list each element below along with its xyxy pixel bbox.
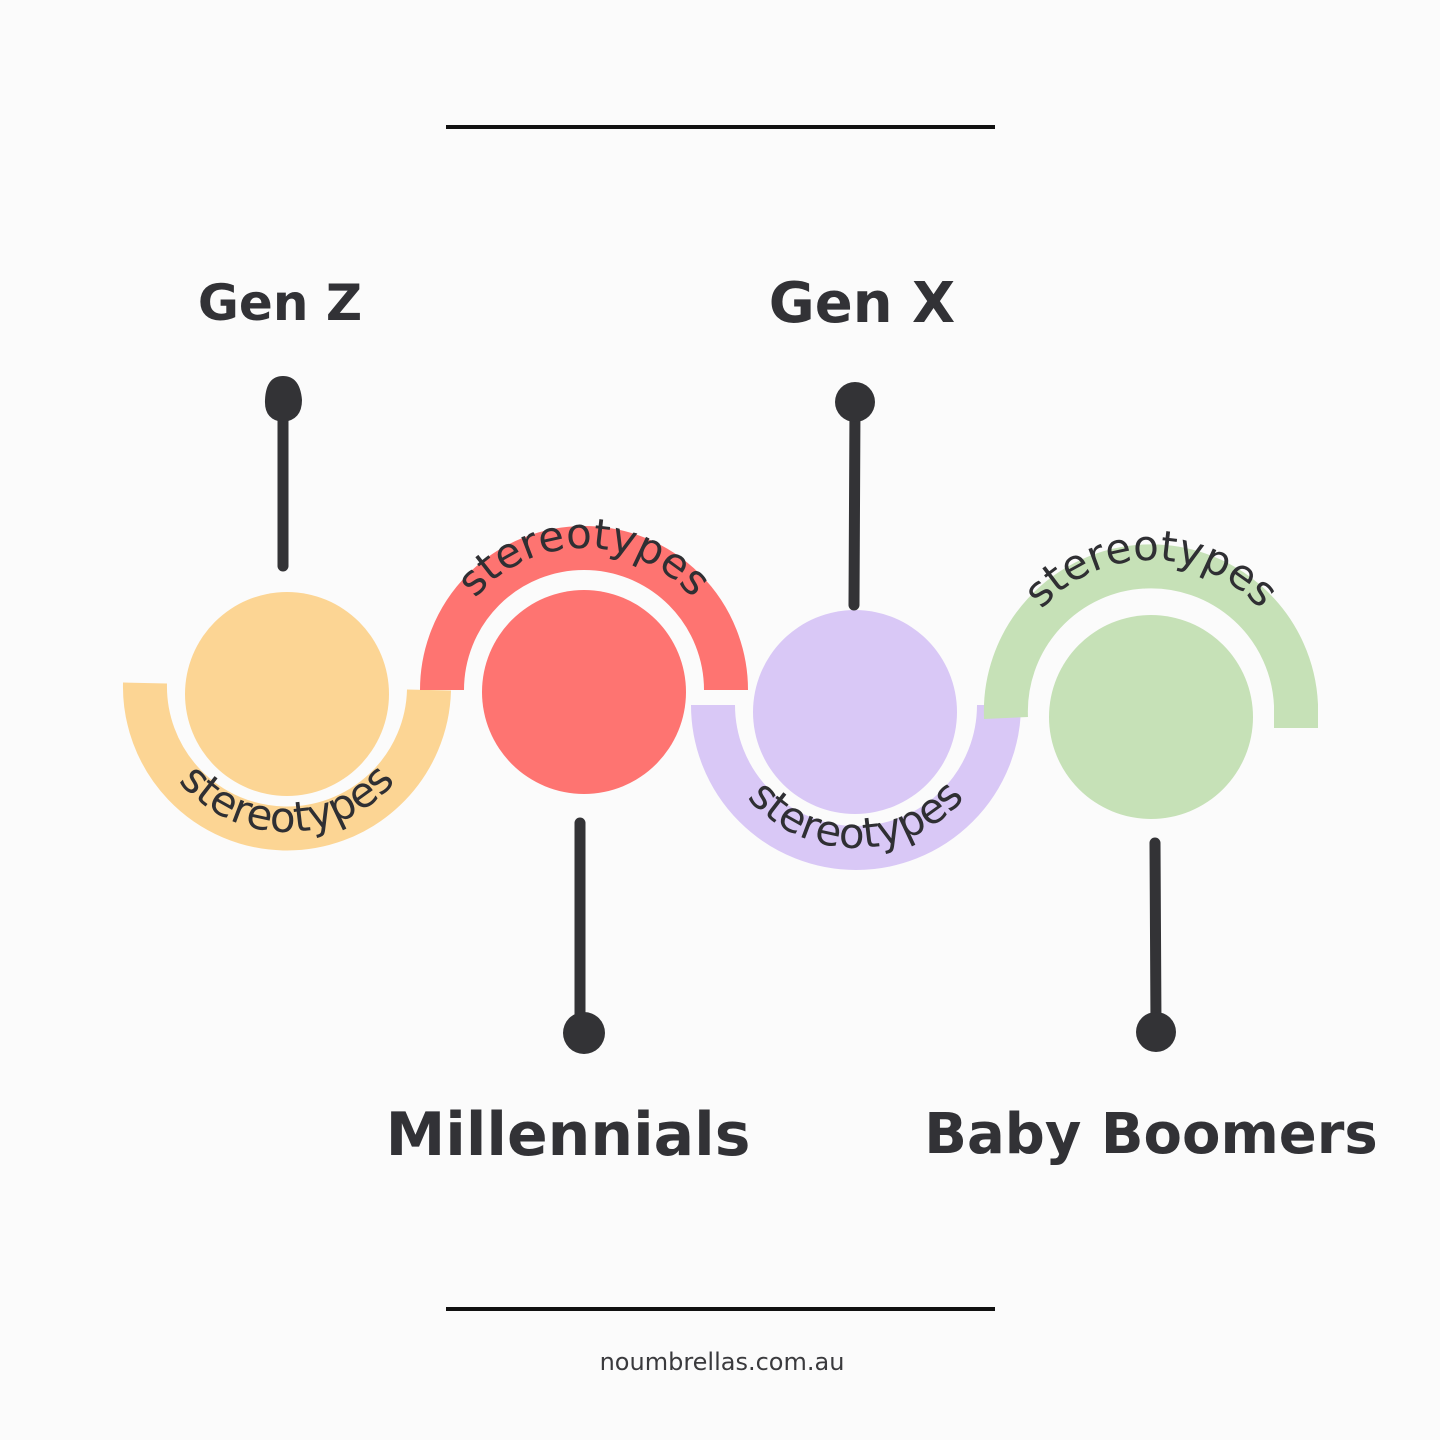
circle-baby-boomers [1049,615,1253,819]
arc-band-gen-x [691,704,1021,870]
pin-gen-z [264,376,302,572]
label-baby-boomers: Baby Boomers [924,1102,1377,1167]
label-gen-z: Gen Z [198,274,362,332]
circle-gen-z [185,592,389,796]
arc-text-baby-boomers: stereotypes [1014,521,1288,617]
pin-gen-x [835,382,875,611]
arc-band-baby-boomers [983,544,1318,728]
arc-band-millennials [420,526,748,691]
circle-gen-x [753,610,957,814]
label-gen-x: Gen X [769,271,955,336]
footer-website: noumbrellas.com.au [600,1348,845,1376]
pin-baby-boomers [1136,837,1176,1052]
circle-millennials [482,590,686,794]
pin-millennials [563,817,605,1054]
arc-band-gen-z [122,682,451,851]
label-millennials: Millennials [386,1100,751,1170]
